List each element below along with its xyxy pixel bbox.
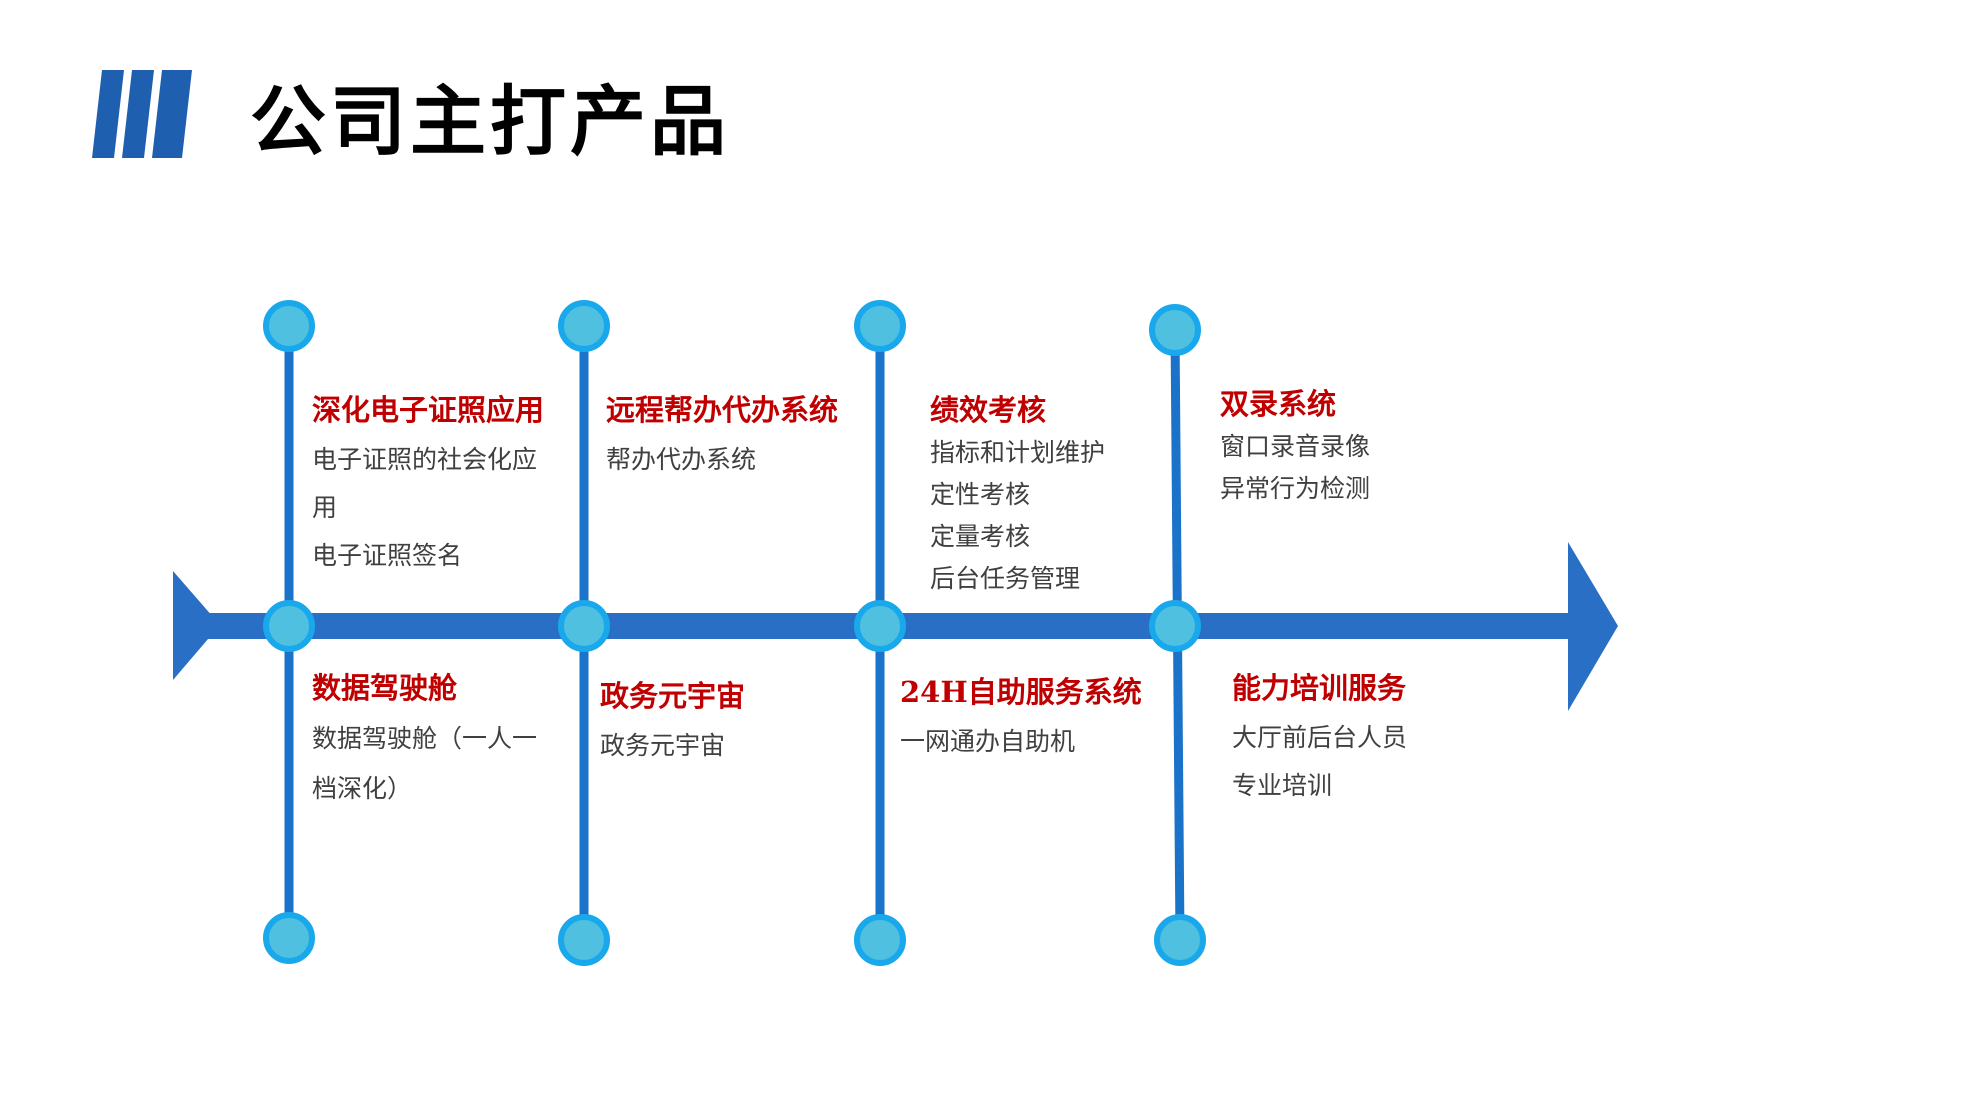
- product-detail: 指标和计划维护: [930, 438, 1106, 467]
- node-bottom-3: [854, 914, 906, 966]
- product-heading: 远程帮办代办系统: [606, 393, 839, 427]
- product-block-top-4: 双录系统 窗口录音录像 异常行为检测: [1220, 384, 1370, 510]
- product-heading: 数据驾驶舱: [312, 671, 458, 705]
- product-detail: 帮办代办系统: [606, 445, 757, 474]
- product-detail: 数据驾驶舱（一人一: [312, 724, 538, 753]
- node-bottom-4: [1154, 914, 1206, 966]
- product-block-bottom-3: 24H自助服务系统 一网通办自助机: [900, 672, 1142, 766]
- product-detail: 电子证照的社会化应: [312, 445, 538, 474]
- timeline-arrow-tail: [173, 571, 220, 680]
- title-bars-icon: [92, 70, 192, 158]
- product-detail: 一网通办自助机: [900, 727, 1076, 756]
- product-detail: 政务元宇宙: [600, 731, 726, 760]
- product-detail: 定性考核: [930, 480, 1031, 509]
- page-title: 公司主打产品: [250, 77, 730, 166]
- product-heading: 24H自助服务系统: [900, 675, 1142, 709]
- product-detail: 专业培训: [1232, 771, 1333, 800]
- product-heading: 绩效考核: [930, 393, 1047, 427]
- product-detail: 异常行为检测: [1220, 474, 1371, 503]
- node-top-4: [1149, 304, 1201, 356]
- product-heading: 深化电子证照应用: [312, 393, 545, 427]
- product-heading: 能力培训服务: [1232, 671, 1407, 705]
- timeline-arrow-head: [1568, 542, 1618, 711]
- node-mid-1: [263, 600, 315, 652]
- product-detail: 电子证照签名: [312, 541, 463, 570]
- node-bottom-2: [558, 914, 610, 966]
- product-detail: 用: [312, 493, 338, 522]
- product-heading: 双录系统: [1220, 387, 1337, 421]
- node-mid-3: [854, 600, 906, 652]
- product-heading: 政务元宇宙: [600, 679, 746, 713]
- product-detail: 窗口录音录像: [1220, 432, 1371, 461]
- product-detail: 定量考核: [930, 522, 1031, 551]
- product-block-bottom-4: 能力培训服务 大厅前后台人员 专业培训: [1232, 668, 1407, 810]
- product-block-bottom-1: 数据驾驶舱 数据驾驶舱（一人一 档深化）: [312, 668, 537, 814]
- node-mid-4: [1149, 600, 1201, 652]
- node-top-3: [854, 300, 906, 352]
- node-top-2: [558, 300, 610, 352]
- node-top-1: [263, 300, 315, 352]
- product-block-top-2: 远程帮办代办系统 帮办代办系统: [606, 390, 838, 484]
- product-detail: 档深化）: [312, 774, 413, 803]
- node-mid-2: [558, 600, 610, 652]
- node-bottom-1: [263, 912, 315, 964]
- product-detail: 大厅前后台人员: [1232, 723, 1408, 752]
- product-block-top-3: 绩效考核 指标和计划维护 定性考核 定量考核 后台任务管理: [930, 390, 1105, 600]
- product-detail: 后台任务管理: [930, 564, 1081, 593]
- product-block-top-1: 深化电子证照应用 电子证照的社会化应 用 电子证照签名: [312, 390, 544, 580]
- product-block-bottom-2: 政务元宇宙 政务元宇宙: [600, 676, 745, 770]
